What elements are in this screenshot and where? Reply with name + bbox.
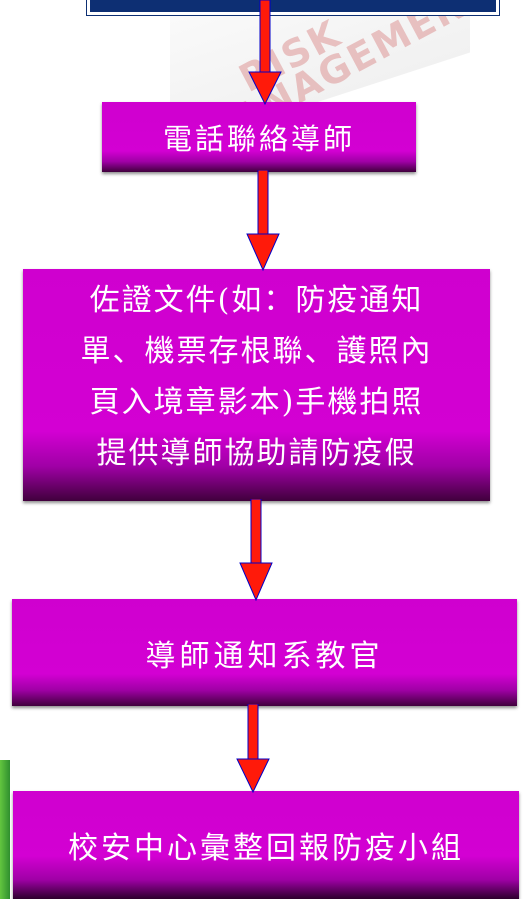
top-step-box: [87, 0, 499, 15]
step-notify-instructor-text: 導師通知系教官: [145, 638, 384, 674]
step-notify-instructor: 導師通知系教官: [12, 599, 517, 706]
arrow-3-icon: [239, 499, 273, 601]
step-call-tutor: 電話聯絡導師: [102, 102, 416, 172]
step-safety-center-report: 校安中心彙整回報防疫小組: [13, 791, 519, 899]
step-safety-center-report-text: 校安中心彙整回報防疫小組: [68, 831, 464, 866]
arrow-4-icon: [236, 704, 270, 793]
green-edge-decoration: [0, 760, 10, 899]
step-provide-documents-text: 佐證文件(如：防疫通知 單、機票存根聯、護照內 頁入境章影本)手機拍照 提供導師…: [80, 283, 433, 471]
step-call-tutor-text: 電話聯絡導師: [162, 122, 355, 156]
arrow-2-icon: [246, 170, 280, 271]
arrow-1-icon: [248, 0, 282, 105]
step-provide-documents: 佐證文件(如：防疫通知 單、機票存根聯、護照內 頁入境章影本)手機拍照 提供導師…: [23, 269, 490, 501]
